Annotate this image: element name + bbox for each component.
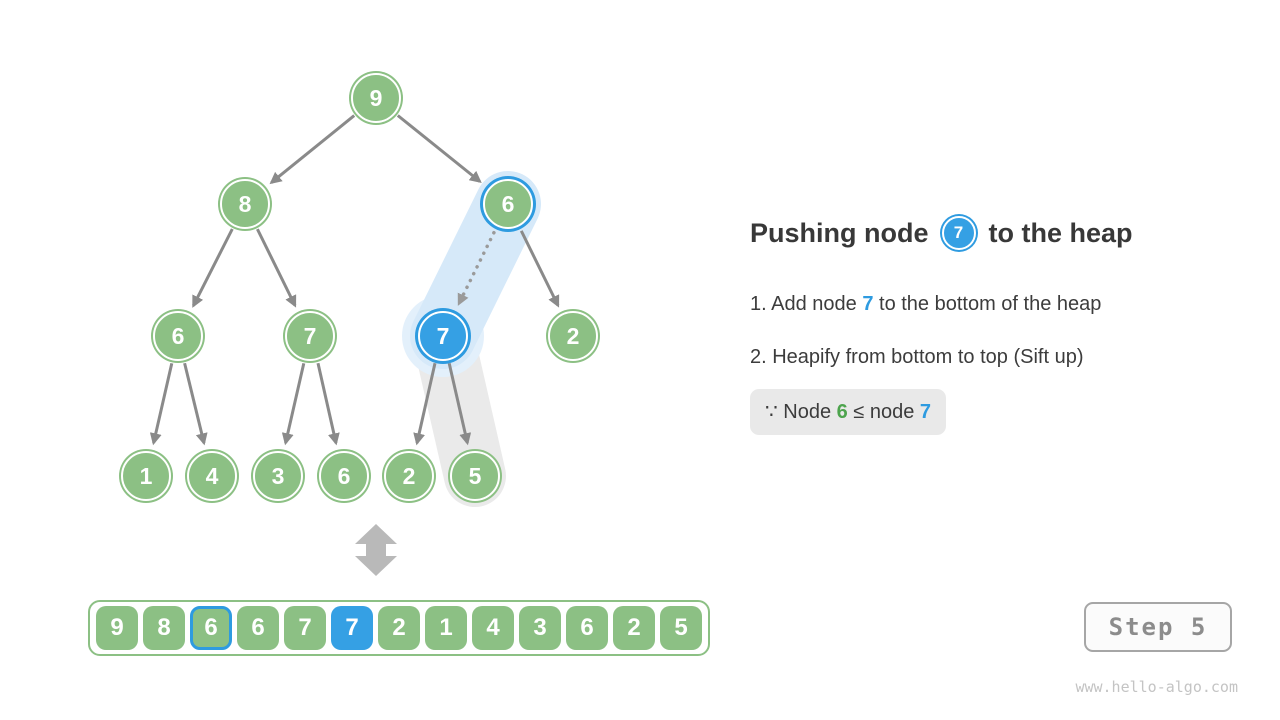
tree-node: 2 (384, 451, 434, 501)
note-green-value: 6 (836, 401, 848, 423)
tree-node: 1 (121, 451, 171, 501)
step1-highlight-value: 7 (862, 293, 874, 315)
step1-suffix: to the bottom of the heap (873, 293, 1102, 315)
array-cell: 2 (613, 606, 655, 650)
note-mid: ≤ node (847, 401, 920, 423)
array-cell: 7 (284, 606, 326, 650)
tree-array-equivalence-arrow (355, 524, 397, 576)
step1-prefix: 1. Add node (750, 293, 863, 315)
tree-node: 8 (220, 179, 270, 229)
array-cell: 6 (237, 606, 279, 650)
explanation-panel: Pushing node 7 to the heap 1. Add node 7… (750, 212, 1133, 435)
tree-node: 9 (351, 73, 401, 123)
step2-text: 2. Heapify from bottom to top (Sift up) (750, 346, 1084, 368)
array-cell: 5 (660, 606, 702, 650)
array-cell: 4 (472, 606, 514, 650)
tree-node: 5 (450, 451, 500, 501)
heap-array: 9 8 6 6 7 7 2 1 4 3 6 2 5 (88, 600, 710, 656)
tree-node: 4 (187, 451, 237, 501)
array-cell: 9 (96, 606, 138, 650)
instruction-list: 1. Add node 7 to the bottom of the heap … (750, 292, 1133, 369)
comparison-note-box: ∵ Node 6 ≤ node 7 (750, 389, 947, 435)
tree-node-highlight-ring: 6 (483, 179, 533, 229)
note-prefix: ∵ Node (765, 401, 837, 423)
array-cell: 6 (566, 606, 608, 650)
array-cell: 3 (519, 606, 561, 650)
array-cell: 8 (143, 606, 185, 650)
tree-node-highlight-filled: 7 (418, 311, 468, 361)
tree-node: 7 (285, 311, 335, 361)
title-prefix: Pushing node (750, 217, 929, 248)
step-badge[interactable]: Step 5 (1084, 602, 1232, 652)
tree-node: 6 (319, 451, 369, 501)
sift-up-dotted-arrow (457, 230, 496, 306)
array-cell: 2 (378, 606, 420, 650)
tree-node: 3 (253, 451, 303, 501)
panel-title: Pushing node 7 to the heap (750, 212, 1133, 254)
note-blue-value: 7 (919, 401, 932, 423)
array-cell-outlined: 6 (190, 606, 232, 650)
instruction-step-2: 2. Heapify from bottom to top (Sift up) (750, 345, 1133, 369)
inline-node-badge: 7 (941, 216, 976, 250)
title-suffix: to the heap (988, 217, 1133, 248)
tree-node: 2 (548, 311, 598, 361)
tree-node: 6 (153, 311, 203, 361)
tree-edges (149, 114, 560, 446)
instruction-step-1: 1. Add node 7 to the bottom of the heap (750, 292, 1133, 316)
array-cell-filled: 7 (331, 606, 373, 650)
watermark: www.hello-algo.com (1075, 678, 1238, 696)
array-cell: 1 (425, 606, 467, 650)
